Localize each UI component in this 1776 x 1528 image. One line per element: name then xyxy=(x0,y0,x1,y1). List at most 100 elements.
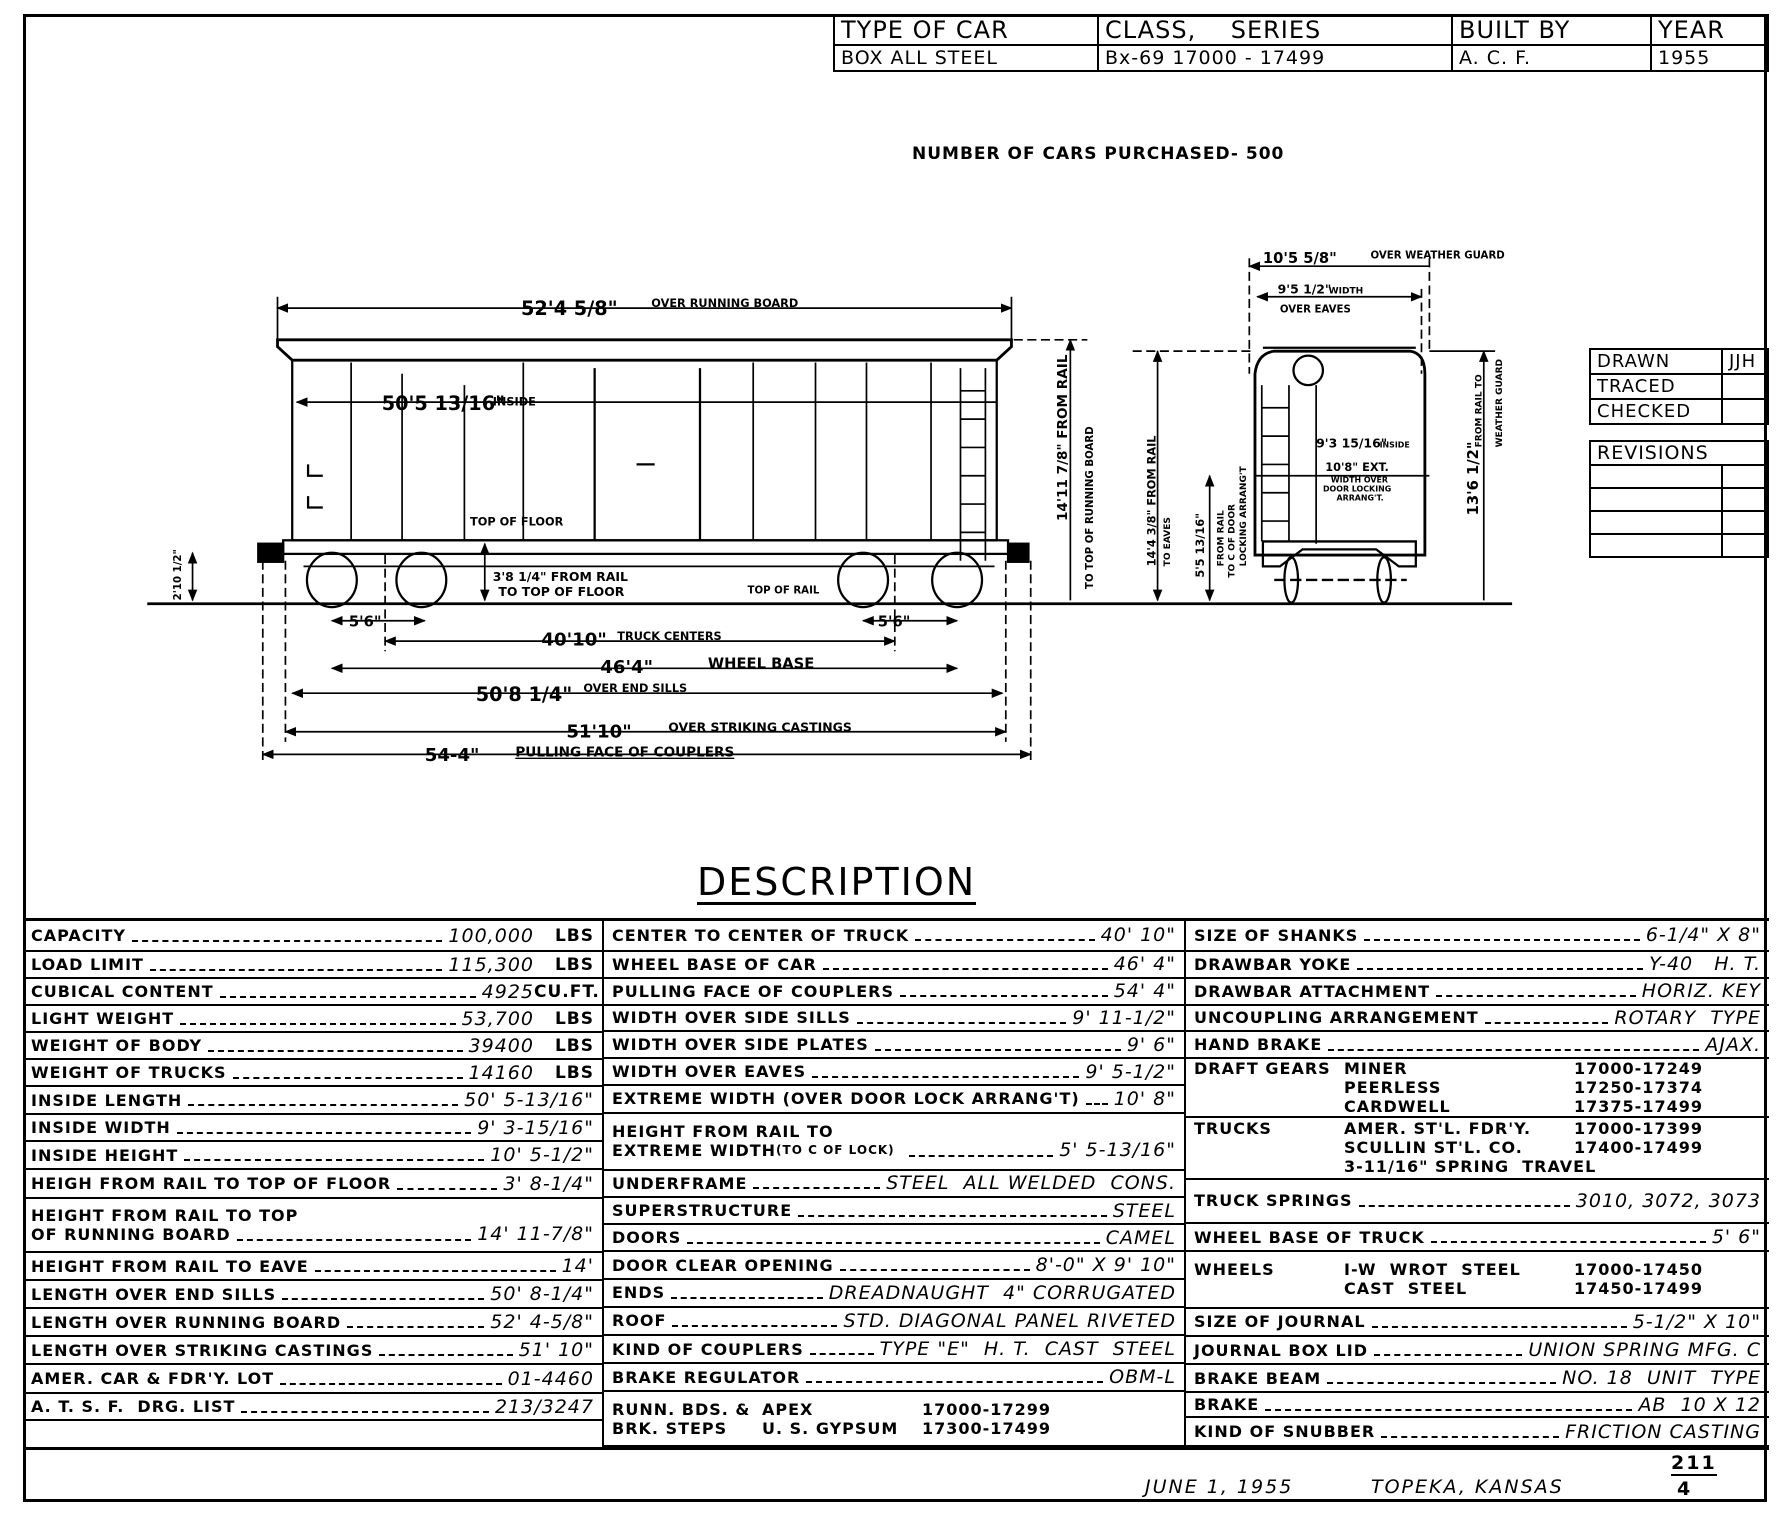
row-value: 51' 10" xyxy=(518,1339,594,1361)
row-leader xyxy=(1357,968,1644,971)
type-of-car-value: BOX ALL STEEL xyxy=(833,44,1099,72)
row-label: INSIDE HEIGHT xyxy=(31,1145,179,1165)
row-label: KIND OF SNUBBER xyxy=(1194,1422,1376,1442)
row-leader xyxy=(184,1159,485,1161)
row-label: DRAWBAR YOKE xyxy=(1194,954,1352,974)
row-maker: CAST STEEL xyxy=(1344,1279,1468,1299)
revision-row xyxy=(1721,487,1769,512)
row-leader xyxy=(915,939,1095,942)
row-label: HEIGH FROM RAIL TO TOP OF FLOOR xyxy=(31,1174,392,1193)
row-leader xyxy=(806,1381,1104,1384)
footer-place: TOPEKA, KANSAS xyxy=(1371,1476,1564,1498)
row-value: 115,300 xyxy=(448,953,534,976)
row-value: 54' 4" xyxy=(1113,980,1176,1003)
row-label: HAND BRAKE xyxy=(1194,1035,1323,1055)
class-series-value: Bx-69 17000 - 17499 xyxy=(1097,44,1453,72)
row-label-continued: EXTREME WIDTH xyxy=(612,1141,777,1161)
row-leader xyxy=(1484,1021,1609,1024)
row-value: 9' 3-15/16" xyxy=(477,1116,594,1139)
row-leader xyxy=(809,1353,874,1356)
row-label: WEIGHT OF BODY xyxy=(31,1036,203,1055)
row-label: INSIDE LENGTH xyxy=(31,1090,183,1110)
row-label: LOAD LIMIT xyxy=(31,955,144,974)
row-label: WIDTH OVER SIDE PLATES xyxy=(612,1035,869,1055)
row-label-continued xyxy=(1194,1157,1344,1176)
row-leader xyxy=(180,1022,456,1025)
row-range: 17000-17450 xyxy=(1574,1260,1703,1280)
revisions-label: REVISIONS xyxy=(1589,440,1769,466)
row-leader xyxy=(1373,1354,1523,1357)
row-maker: SCULLIN ST'L. CO. xyxy=(1344,1138,1523,1158)
title-block-footer: JUNE 1, 1955 TOPEKA, KANSAS 211 4 xyxy=(23,1447,1769,1507)
row-label: KIND OF COUPLERS xyxy=(612,1339,804,1359)
description-line: HEIGHT FROM RAIL TO xyxy=(612,1122,1176,1141)
header-class: CLASS, xyxy=(1105,16,1197,44)
row-label: ENDS xyxy=(612,1283,666,1303)
checked-label: CHECKED xyxy=(1589,398,1723,425)
row-label: HEIGHT FROM RAIL TO TOP xyxy=(31,1206,299,1225)
row-label: WEIGHT OF TRUCKS xyxy=(31,1063,227,1082)
row-leader xyxy=(236,1238,472,1241)
description-row: HEIGH FROM RAIL TO TOP OF FLOOR 3' 8-1/4" xyxy=(23,1170,602,1199)
row-leader xyxy=(812,1075,1080,1078)
description-blank-row xyxy=(23,1421,602,1447)
row-unit: CU.FT. xyxy=(534,981,600,1002)
row-label: PULLING FACE OF COUPLERS xyxy=(612,981,895,1001)
row-label: ROOF xyxy=(612,1311,667,1331)
row-range: 17450-17499 xyxy=(1574,1279,1703,1299)
description-row: EXTREME WIDTH (OVER DOOR LOCK ARRANG'T)1… xyxy=(604,1086,1184,1114)
description-line: CAST STEEL 17450-17499 xyxy=(1194,1279,1761,1298)
row-value: 46' 4" xyxy=(1113,953,1176,976)
description-row: LENGTH OVER RUNNING BOARD 52' 4-5/8" xyxy=(23,1309,602,1337)
row-value: 4925 xyxy=(481,980,534,1003)
row-leader xyxy=(1381,1435,1560,1438)
row-value: AB 10 X 12 xyxy=(1638,1393,1761,1416)
row-value: 9' 6" xyxy=(1126,1033,1176,1056)
row-label: LENGTH OVER RUNNING BOARD xyxy=(31,1312,342,1332)
row-value: TYPE "E" H. T. CAST STEEL xyxy=(879,1338,1176,1361)
revision-row xyxy=(1589,510,1723,535)
row-leader xyxy=(280,1382,502,1385)
row-range: 17000-17299 xyxy=(922,1399,1051,1419)
row-leader xyxy=(672,1324,838,1327)
sheet-number-bottom: 4 xyxy=(1677,1478,1693,1500)
row-label: CUBICAL CONTENT xyxy=(31,982,214,1001)
row-leader xyxy=(1327,1382,1557,1385)
row-leader xyxy=(149,968,443,971)
row-leader xyxy=(188,1104,459,1106)
row-value: NO. 18 UNIT TYPE xyxy=(1562,1367,1761,1390)
row-leader xyxy=(1085,1102,1108,1105)
revision-row xyxy=(1721,510,1769,535)
row-leader xyxy=(1371,1325,1627,1328)
row-value: ROTARY TYPE xyxy=(1614,1006,1761,1029)
row-leader xyxy=(900,995,1108,998)
row-maker: AMER. ST'L. FDR'Y. xyxy=(1344,1119,1532,1139)
row-label: CAPACITY xyxy=(31,926,126,945)
row-value: 3' 8-1/4" xyxy=(503,1172,594,1195)
row-value: 50' 5-13/16" xyxy=(464,1089,594,1111)
row-label-continued xyxy=(1194,1097,1344,1116)
row-maker: CARDWELL xyxy=(1344,1097,1451,1117)
description-row: INSIDE LENGTH 50' 5-13/16" xyxy=(23,1087,602,1115)
row-label: UNDERFRAME xyxy=(612,1173,748,1193)
description-line: EXTREME WIDTH(TO C OF LOCK)5' 5-13/16" xyxy=(612,1141,1176,1161)
row-value: 52' 4-5/8" xyxy=(490,1311,594,1333)
